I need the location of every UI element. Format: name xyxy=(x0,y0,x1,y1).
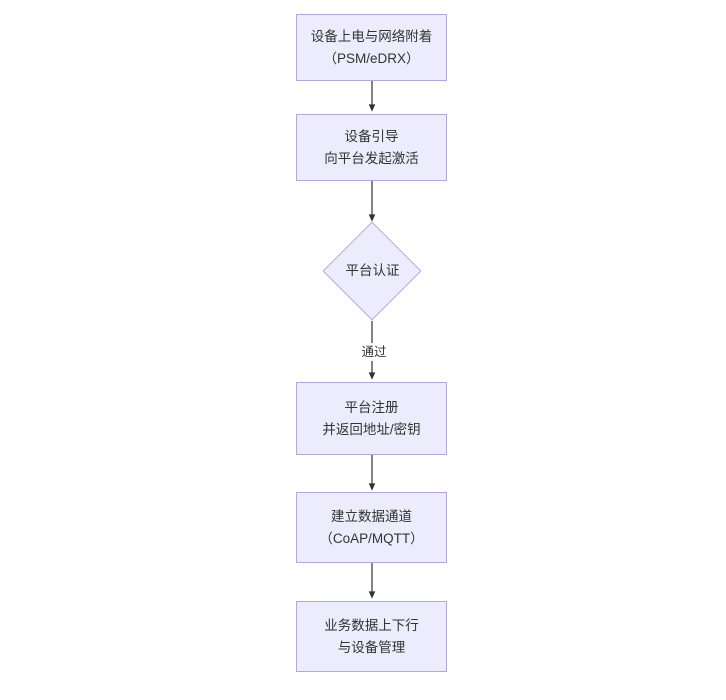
node-platform-auth-decision-label: 平台认证 xyxy=(345,263,400,278)
node-establish-data-channel[interactable]: 建立数据通道 （CoAP/MQTT） xyxy=(296,492,447,563)
node-platform-register-line2: 并返回地址/密钥 xyxy=(322,421,421,437)
node-business-data-and-device-mgmt-line2: 与设备管理 xyxy=(337,639,406,655)
edge-label-pass: 通过 xyxy=(356,343,392,361)
node-device-bootstrap-line2: 向平台发起激活 xyxy=(324,150,419,166)
node-device-power-on[interactable]: 设备上电与网络附着 （PSM/eDRX） xyxy=(296,14,447,81)
node-device-power-on-line1: 设备上电与网络附着 xyxy=(310,28,433,44)
node-establish-data-channel-line2: （CoAP/MQTT） xyxy=(319,530,424,546)
node-device-bootstrap-line1: 设备引导 xyxy=(344,128,399,144)
node-establish-data-channel-line1: 建立数据通道 xyxy=(331,508,412,524)
node-business-data-and-device-mgmt[interactable]: 业务数据上下行 与设备管理 xyxy=(296,601,447,672)
node-device-bootstrap[interactable]: 设备引导 向平台发起激活 xyxy=(296,114,447,181)
node-business-data-and-device-mgmt-line1: 业务数据上下行 xyxy=(324,617,419,633)
node-platform-register[interactable]: 平台注册 并返回地址/密钥 xyxy=(296,382,447,455)
node-platform-register-line1: 平台注册 xyxy=(344,399,399,415)
node-device-power-on-line2: （PSM/eDRX） xyxy=(323,50,420,66)
